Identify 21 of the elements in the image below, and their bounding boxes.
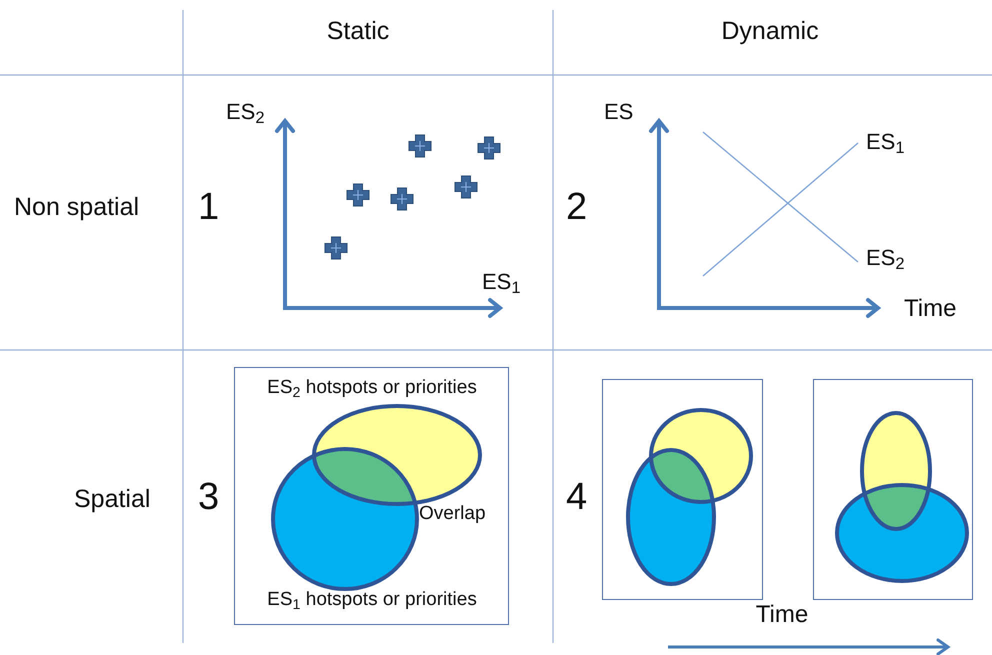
axis-label: ES xyxy=(604,98,634,126)
panel-number: 4 xyxy=(566,475,588,520)
venn-panel xyxy=(234,367,509,625)
axis-label: Time xyxy=(904,294,956,324)
line-label: ES$_{1}$ xyxy=(866,128,905,156)
axis-label: ES$_{1}$ xyxy=(482,268,521,296)
row-header: Non spatial xyxy=(14,192,140,223)
region-label: ES$_{1}$ hotspots or priorities xyxy=(267,588,477,612)
venn-frame xyxy=(602,379,763,600)
overlap-label: Overlap xyxy=(419,502,486,526)
venn-frame xyxy=(813,379,973,600)
axis-label: Time xyxy=(756,600,808,630)
panel-number: 3 xyxy=(198,475,220,520)
axis-label: ES$_{2}$ xyxy=(226,98,265,126)
region-label: ES$_{2}$ hotspots or priorities xyxy=(267,376,477,400)
line-label: ES$_{2}$ xyxy=(866,244,905,272)
column-header: Dynamic xyxy=(721,16,819,47)
panel-number: 1 xyxy=(198,185,220,230)
row-header: Spatial xyxy=(74,484,150,515)
panel-number: 2 xyxy=(566,185,588,230)
column-header: Static xyxy=(326,16,390,47)
